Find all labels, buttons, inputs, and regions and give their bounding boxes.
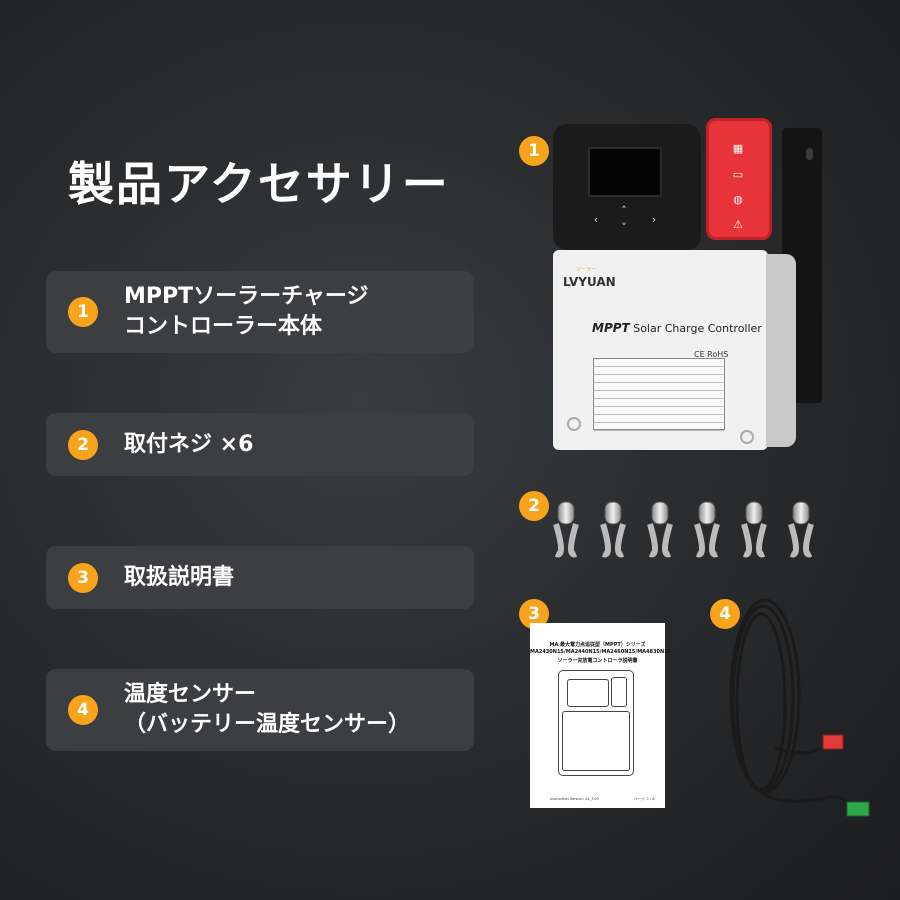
mount-hole	[806, 148, 813, 160]
number-badge: 1	[68, 297, 98, 327]
terminal-lugs	[553, 501, 814, 558]
lcd-screen	[588, 147, 662, 197]
accessory-item-controller: 1 MPPTソーラーチャージ コントローラー本体	[46, 271, 474, 353]
lug	[788, 501, 814, 558]
warning-icon: ⚠	[733, 218, 743, 231]
accessory-label-line2: コントローラー本体	[124, 314, 323, 339]
cert-marks: CE RoHS	[694, 350, 729, 359]
right-arrow-icon: ›	[651, 213, 657, 226]
accessory-label-line1: 取扱説明書	[124, 564, 235, 590]
sensor-probe	[822, 734, 844, 750]
accessory-label-line1: MPPTソーラーチャージ	[124, 284, 369, 309]
screw-cover	[567, 417, 581, 431]
instruction-manual: MA 最大電力点追従型（MPPT）シリーズ MA2430N15/MA2440N1…	[530, 623, 672, 808]
up-arrow-icon: ˄	[621, 204, 627, 217]
controller-side	[766, 254, 796, 447]
brand-small: ソーラー	[576, 267, 597, 273]
photo-badge-4: 4	[710, 599, 740, 629]
lug	[741, 501, 767, 558]
lug	[647, 501, 673, 558]
down-arrow-icon: ˅	[621, 221, 627, 234]
spec-table	[593, 358, 725, 431]
page-title: 製品アクセサリー	[68, 157, 450, 211]
photo-badge-2: 2	[519, 491, 549, 521]
model-bold: MPPT	[592, 321, 630, 335]
manual-footer-left: Instruction Version: 24_T-09	[550, 797, 599, 801]
sensor-connector	[846, 801, 870, 817]
load-bulb-icon: ◍	[733, 193, 743, 206]
accessory-label: 取付ネジ ×6	[124, 430, 253, 460]
manual-title-3: ソーラー充放電コントローラ説明書	[557, 658, 638, 664]
lug	[694, 501, 720, 558]
temperature-sensor-cable	[729, 598, 870, 817]
accessory-label-line1: 取付ネジ ×6	[124, 431, 254, 457]
manual-device-drawing	[558, 670, 634, 776]
lug	[553, 501, 579, 558]
number-badge: 4	[68, 695, 98, 725]
model-label: MPPT Solar Charge Controller	[592, 321, 762, 335]
manual-footer-right: ページ: 1 / 8	[634, 797, 655, 801]
photo-badge-1: 1	[519, 136, 549, 166]
brand-logo: LVYUAN	[563, 275, 616, 289]
manual-title-2: MA2430N15/MA2440N15/MA2460N15/MA4830N15	[530, 649, 672, 655]
model-text: Solar Charge Controller	[633, 322, 762, 335]
accessory-item-manual: 3 取扱説明書	[46, 546, 474, 609]
screw-cover	[740, 430, 754, 444]
manual-title-1: MA 最大電力点追従型（MPPT）シリーズ	[549, 642, 646, 648]
battery-icon: ▭	[732, 168, 744, 181]
accessory-item-temp-sensor: 4 温度センサー （バッテリー温度センサー）	[46, 669, 474, 751]
lug	[600, 501, 626, 558]
status-indicator-panel	[706, 118, 772, 240]
accessory-item-screws: 2 取付ネジ ×6	[46, 413, 474, 476]
accessory-label-line2: （バッテリー温度センサー）	[124, 712, 411, 737]
number-badge: 2	[68, 429, 98, 460]
accessory-label: MPPTソーラーチャージ コントローラー本体	[124, 282, 369, 342]
accessory-label: 温度センサー （バッテリー温度センサー）	[124, 680, 410, 740]
left-arrow-icon: ‹	[593, 213, 599, 226]
solar-panel-icon: ▦	[732, 142, 744, 155]
number-badge: 3	[68, 562, 98, 593]
accessory-label: 取扱説明書	[124, 563, 234, 593]
accessory-label-line1: 温度センサー	[124, 682, 257, 707]
